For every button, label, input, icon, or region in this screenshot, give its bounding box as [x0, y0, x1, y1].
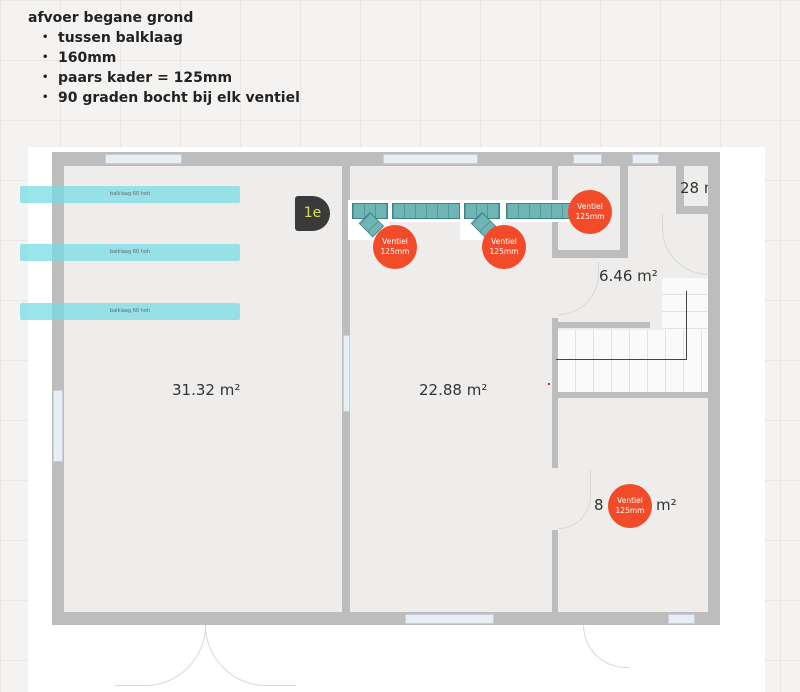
vent-size: 125mm	[615, 506, 645, 515]
wall-right[interactable]	[708, 152, 720, 625]
wall-bottom[interactable]	[52, 612, 720, 625]
window[interactable]	[668, 614, 695, 624]
vent-size: 125mm	[489, 247, 519, 256]
wall-left[interactable]	[52, 152, 64, 625]
room-area-label: 22.88 m²	[419, 381, 488, 399]
wall-interior[interactable]	[552, 250, 628, 258]
note-item: 90 graden bocht bij elk ventiel	[42, 88, 300, 108]
note-item: 160mm	[42, 48, 300, 68]
window[interactable]	[343, 335, 350, 412]
window[interactable]	[632, 154, 659, 164]
duct-segment[interactable]	[506, 203, 576, 219]
beam-overlay[interactable]: balklaag 60 hoh	[20, 186, 240, 203]
room-area-label: 6.46 m²	[599, 267, 658, 285]
floor-badge[interactable]: 1e	[295, 196, 330, 231]
stair-direction-line	[556, 359, 687, 360]
room-area-label: 31.32 m²	[172, 381, 241, 399]
vent-size: 125mm	[575, 212, 605, 221]
room-area-label: m²	[656, 496, 677, 514]
staircase[interactable]	[558, 330, 708, 392]
vent-label: Ventiel	[491, 237, 517, 246]
vent-size: 125mm	[380, 247, 410, 256]
window[interactable]	[405, 614, 494, 624]
window[interactable]	[383, 154, 478, 164]
wall-interior[interactable]	[552, 392, 720, 398]
window[interactable]	[105, 154, 182, 164]
note-item: paars kader = 125mm	[42, 68, 300, 88]
duct-segment[interactable]	[392, 203, 460, 219]
note-title: afvoer begane grond	[28, 10, 194, 26]
room-area-label: 28 m	[680, 179, 708, 197]
beam-overlay[interactable]: balklaag 60 hoh	[20, 244, 240, 261]
wall-interior[interactable]	[558, 322, 650, 328]
room-area-label: 8	[594, 496, 604, 514]
vent-label: Ventiel	[617, 496, 643, 505]
note-item: tussen balklaag	[42, 28, 300, 48]
vent-label: Ventiel	[382, 237, 408, 246]
window[interactable]	[573, 154, 602, 164]
note-list: tussen balklaag 160mm paars kader = 125m…	[28, 28, 300, 108]
wall-interior[interactable]	[676, 152, 684, 214]
wall-interior[interactable]	[552, 530, 558, 620]
wall-interior[interactable]	[676, 206, 720, 214]
annotation-note: afvoer begane grond tussen balklaag 160m…	[28, 8, 300, 108]
beam-overlay[interactable]: balklaag 60 hoh	[20, 303, 240, 320]
vent-label: Ventiel	[577, 202, 603, 211]
marker-dot	[548, 383, 550, 385]
wall-interior[interactable]	[620, 152, 628, 258]
window[interactable]	[53, 390, 63, 462]
stair-direction-line	[686, 291, 687, 360]
staircase-upper	[662, 278, 708, 330]
